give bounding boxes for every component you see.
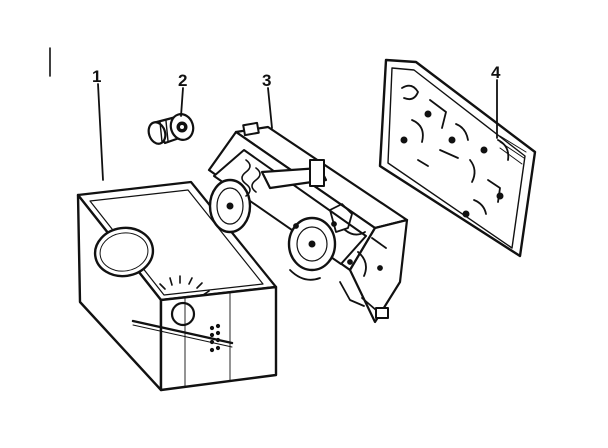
part-2-knob [147,113,195,145]
leader-line-3 [267,87,273,129]
leader-lines [97,79,498,181]
part-3-mechanism [207,121,409,324]
leader-line-1 [97,83,104,181]
leader-line-2 [180,87,184,117]
callout-1: 1 [92,67,101,86]
callout-2: 2 [178,71,187,90]
part-4-back-plate [378,58,537,258]
part-1-cover [76,180,278,392]
callout-3: 3 [262,71,271,90]
callout-4: 4 [491,63,501,82]
